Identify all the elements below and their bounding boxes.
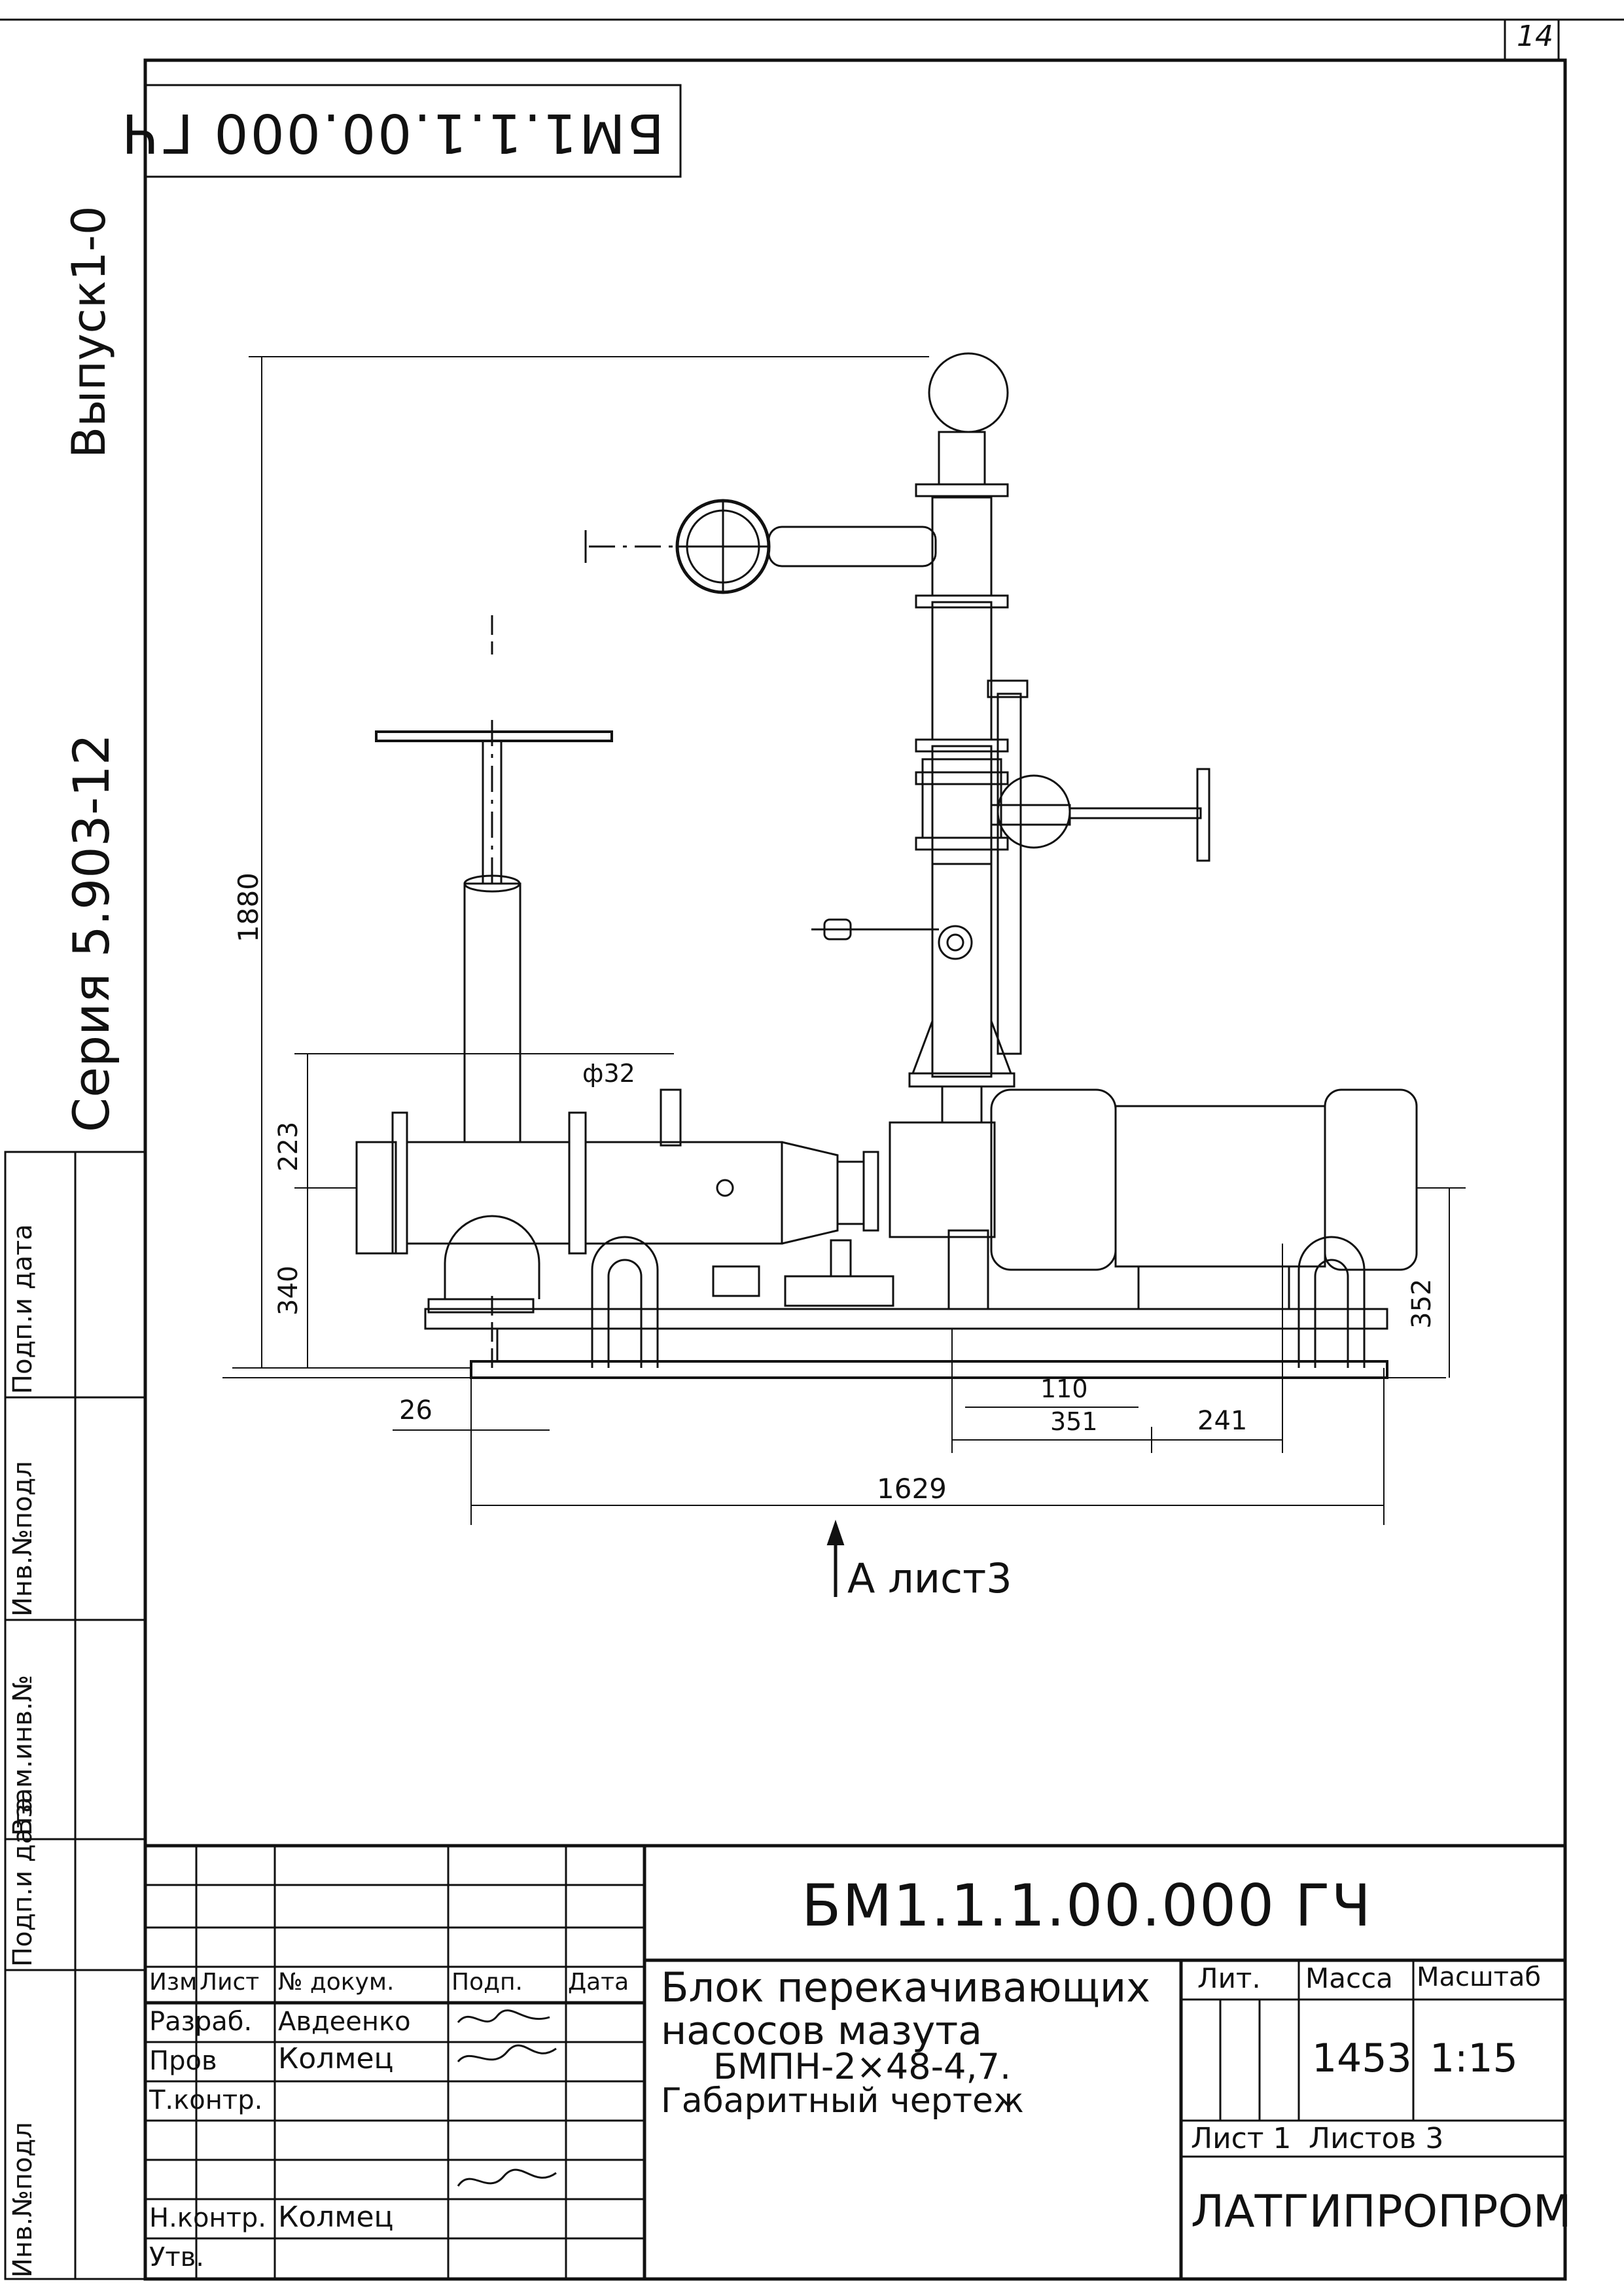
dim-26: 26 bbox=[399, 1395, 432, 1426]
series-label: Серия 5.903-12 bbox=[62, 733, 120, 1132]
sheets-label: Листов 3 bbox=[1309, 2122, 1444, 2155]
issue-label: Выпуск1-0 bbox=[62, 206, 116, 458]
name-nkontr: Колмец bbox=[278, 2200, 394, 2234]
name-razrab: Авдеенко bbox=[278, 2007, 411, 2037]
organization: ЛАТГИПРОПРОМ bbox=[1191, 2186, 1572, 2238]
pump-unit-drawing bbox=[222, 352, 1466, 1597]
role-tkontr: Т.контр. bbox=[149, 2085, 263, 2115]
title-designation: БМ1.1.1.00.000 ГЧ bbox=[802, 1872, 1373, 1939]
role-prov: Пров bbox=[149, 2046, 217, 2076]
dim-1629: 1629 bbox=[877, 1473, 947, 1505]
scale-value: 1:15 bbox=[1430, 2036, 1518, 2081]
field-vzam-inv: Взам.инв.№ bbox=[8, 1674, 38, 1836]
name-prov: Колмец bbox=[278, 2042, 394, 2075]
title-line-4: Габаритный чертеж bbox=[661, 2081, 1024, 2121]
signature-nkontr bbox=[457, 2168, 557, 2187]
field-inv-podl: Инв.№подл bbox=[8, 2122, 38, 2278]
dim-241: 241 bbox=[1197, 1406, 1248, 1436]
title-line-3: БМПН-2×48-4,7. bbox=[713, 2046, 1012, 2087]
hdr-doc: № докум. bbox=[278, 1969, 395, 1996]
field-inv-podl-2: Инв.№подл bbox=[8, 1461, 38, 1617]
scale-label: Масштаб bbox=[1417, 1962, 1542, 1992]
role-razrab: Разраб. bbox=[149, 2007, 253, 2037]
mass-value: 1453 bbox=[1312, 2036, 1412, 2081]
dim-d32: ф32 bbox=[582, 1059, 635, 1088]
hdr-izm: Изм bbox=[149, 1969, 198, 1996]
lit-label: Лит. bbox=[1197, 1962, 1261, 1994]
dim-1880: 1880 bbox=[232, 872, 264, 942]
title-line-2: насосов мазута bbox=[661, 2008, 982, 2054]
role-utv: Утв. bbox=[149, 2242, 204, 2272]
field-sign-date-2: Подп.и дата bbox=[8, 1224, 38, 1394]
title-line-1: Блок перекачивающих bbox=[661, 1964, 1150, 2011]
top-stamp: БМ1.1.1.00.000 ГЧ bbox=[120, 101, 664, 164]
mass-label: Масса bbox=[1305, 1962, 1393, 1994]
hdr-date: Дата bbox=[568, 1969, 629, 1996]
dim-223: 223 bbox=[274, 1121, 304, 1172]
hdr-list: Лист bbox=[200, 1969, 260, 1996]
role-nkontr: Н.контр. bbox=[149, 2203, 266, 2233]
view-reference: А лист3 bbox=[847, 1554, 1012, 1602]
page-number: 14 bbox=[1517, 20, 1553, 53]
sheet-label: Лист 1 bbox=[1191, 2122, 1292, 2155]
hdr-sign: Подп. bbox=[451, 1969, 523, 1996]
signatures bbox=[457, 2009, 557, 2063]
dim-351: 351 bbox=[1050, 1407, 1098, 1436]
dim-110: 110 bbox=[1040, 1374, 1088, 1403]
dim-340: 340 bbox=[274, 1265, 304, 1316]
dim-352: 352 bbox=[1407, 1278, 1437, 1329]
